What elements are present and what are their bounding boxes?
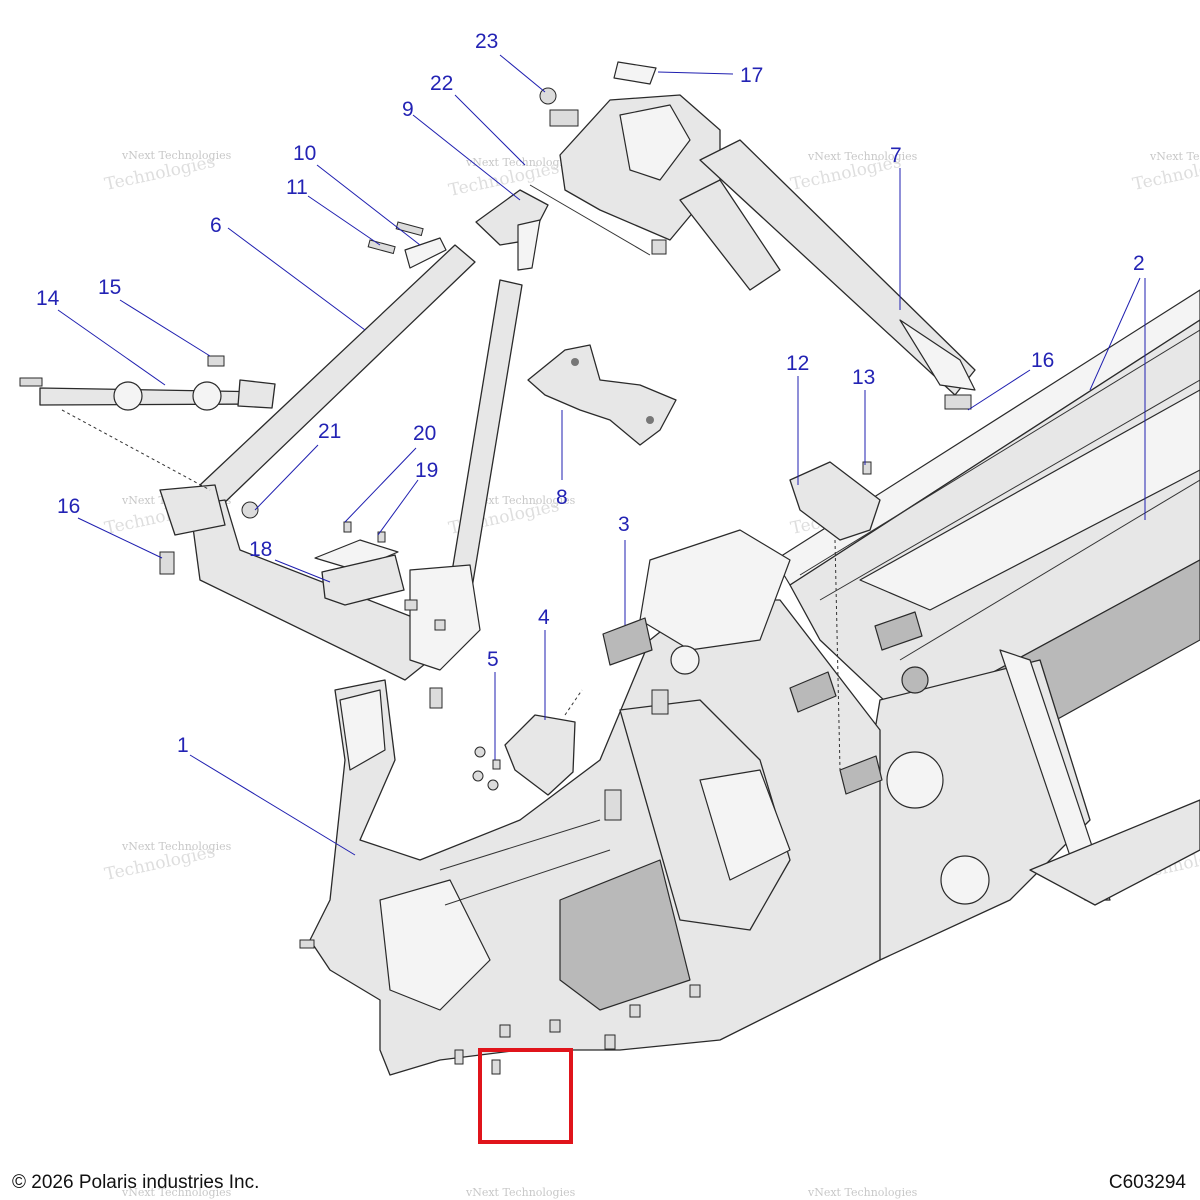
svg-text:vNext Technologies: vNext Technologies: [1149, 150, 1200, 163]
drawing-id: C603294: [1108, 1172, 1186, 1193]
callout-13[interactable]: 13: [852, 366, 875, 389]
leader-lines: [57, 54, 1146, 856]
callout-19[interactable]: 19: [415, 459, 438, 482]
svg-text:vNext Technologies: vNext Technologies: [121, 1186, 232, 1199]
bracket-18[interactable]: [314, 521, 405, 606]
bushing-21[interactable]: [241, 501, 259, 519]
watermark: vNext Technologies Technologies: [103, 149, 232, 195]
callout-4[interactable]: 4: [538, 606, 550, 629]
upper-bracket-9[interactable]: [475, 189, 549, 271]
front-frame[interactable]: [159, 244, 523, 681]
callout-3[interactable]: 3: [618, 513, 630, 536]
tie-rod-14[interactable]: [19, 377, 276, 411]
callout-1[interactable]: 1: [177, 734, 189, 757]
callout-23[interactable]: 23: [475, 30, 498, 53]
watermark: vNext Technologies vNext Technologies vN…: [121, 1186, 918, 1199]
bolt-16-left[interactable]: [159, 551, 175, 575]
lower-bolts: [404, 599, 446, 709]
watermark: vNext Technologies Technologies: [447, 156, 576, 201]
callout-18[interactable]: 18: [249, 538, 272, 561]
callout-9[interactable]: 9: [402, 98, 414, 121]
cable-22[interactable]: [529, 184, 651, 256]
svg-text:vNext Technologies: vNext Technologies: [807, 1186, 918, 1199]
callout-16-right[interactable]: 16: [1031, 349, 1054, 372]
callout-12[interactable]: 12: [786, 352, 809, 375]
bracket-12[interactable]: [789, 461, 881, 541]
clip-23[interactable]: [539, 87, 579, 127]
callout-2[interactable]: 2: [1133, 252, 1145, 275]
copyright-text: © 2026 Polaris industries Inc.: [12, 1172, 260, 1193]
svg-text:vNext Technologies: vNext Technologies: [121, 840, 232, 853]
callout-6[interactable]: 6: [210, 214, 222, 237]
svg-text:vNext Technologies: vNext Technologies: [465, 494, 576, 507]
callout-15[interactable]: 15: [98, 276, 121, 299]
callout-22[interactable]: 22: [430, 72, 453, 95]
callout-5[interactable]: 5: [487, 648, 499, 671]
tab-10[interactable]: [367, 221, 447, 269]
bracket-4[interactable]: [472, 714, 576, 796]
svg-text:vNext Technologies: vNext Technologies: [121, 149, 232, 162]
watermark: vNext Technologies Technologies: [1131, 150, 1200, 195]
callout-labels: 1 2 3 4 5 6 7 8 9 10 11 12 13 14 15 16 1…: [36, 30, 1145, 757]
plate-bracket-8[interactable]: [527, 344, 677, 446]
svg-text:vNext Technologies: vNext Technologies: [465, 156, 576, 169]
selection-highlight-box[interactable]: [478, 1048, 573, 1144]
bolt-16-right[interactable]: [944, 394, 972, 410]
callout-7[interactable]: 7: [890, 144, 902, 167]
callout-21[interactable]: 21: [318, 420, 341, 443]
callout-10[interactable]: 10: [293, 142, 316, 165]
decal-17[interactable]: [613, 61, 657, 85]
main-chassis[interactable]: [299, 529, 881, 1076]
callout-16-left[interactable]: 16: [57, 495, 80, 518]
bolt-15[interactable]: [207, 355, 225, 367]
callout-8[interactable]: 8: [556, 486, 568, 509]
reference-lines: [61, 409, 841, 771]
upper-frame-7[interactable]: [559, 94, 976, 396]
frame-studs: [299, 939, 701, 1075]
tunnel-rail[interactable]: [774, 289, 1200, 961]
decal-pad[interactable]: [602, 611, 923, 795]
callout-20[interactable]: 20: [413, 422, 436, 445]
watermark: vNext Technologies Technologies: [103, 840, 232, 885]
callout-14[interactable]: 14: [36, 287, 60, 310]
callout-17[interactable]: 17: [740, 64, 763, 87]
svg-text:vNext Technologies: vNext Technologies: [465, 1186, 576, 1199]
callout-11[interactable]: 11: [286, 176, 308, 199]
svg-text:vNext Technologies: vNext Technologies: [807, 150, 918, 163]
